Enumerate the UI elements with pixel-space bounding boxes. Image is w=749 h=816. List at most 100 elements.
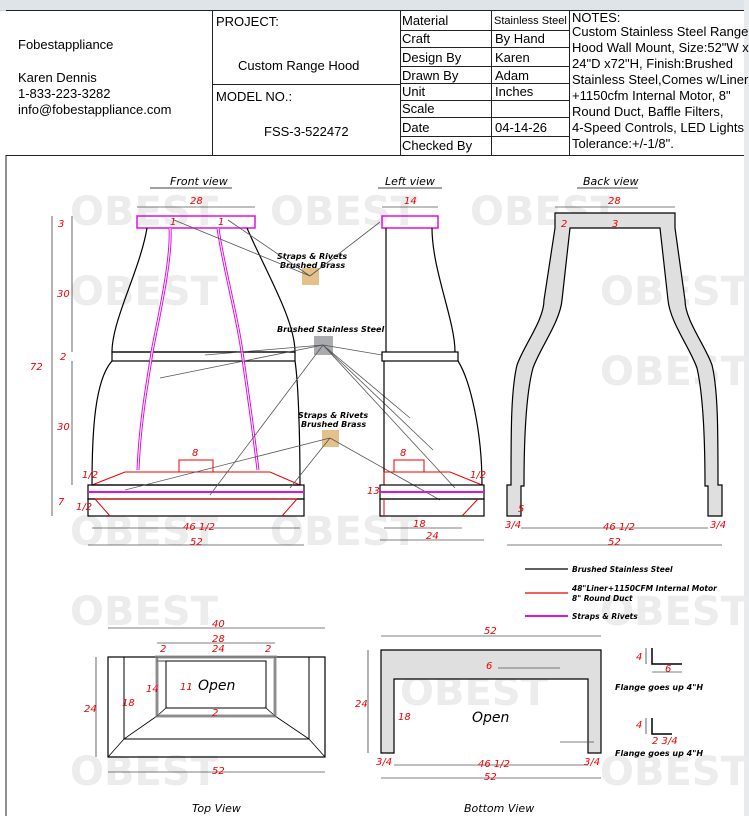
spec-label: Unit bbox=[402, 84, 426, 99]
svg-text:5: 5 bbox=[518, 504, 524, 515]
notes-line: Custom Stainless Steel Range bbox=[572, 24, 749, 39]
svg-text:8: 8 bbox=[192, 448, 198, 459]
svg-text:46 1/2: 46 1/2 bbox=[478, 759, 510, 770]
svg-text:18: 18 bbox=[413, 519, 426, 530]
leader-lines bbox=[124, 219, 456, 501]
spec-label: Date bbox=[402, 120, 430, 135]
svg-text:52: 52 bbox=[190, 537, 203, 548]
svg-text:OBEST: OBEST bbox=[270, 509, 419, 555]
svg-text:24: 24 bbox=[84, 704, 97, 715]
notes-line: Stainless Steel,Comes w/Liner bbox=[572, 72, 749, 87]
svg-text:28: 28 bbox=[608, 196, 621, 207]
svg-text:OBEST: OBEST bbox=[600, 349, 749, 395]
svg-text:2: 2 bbox=[60, 352, 66, 363]
legend-steel: Brushed Stainless Steel bbox=[572, 565, 673, 574]
legend: Brushed Stainless Steel 48"Liner+1150CFM… bbox=[525, 565, 718, 621]
svg-text:30: 30 bbox=[57, 422, 70, 433]
svg-text:1/2: 1/2 bbox=[470, 470, 486, 481]
svg-text:52: 52 bbox=[608, 537, 621, 548]
svg-text:2: 2 bbox=[160, 644, 166, 655]
notes-label: NOTES: bbox=[572, 10, 621, 25]
svg-text:40: 40 bbox=[212, 619, 225, 630]
svg-text:52: 52 bbox=[212, 766, 225, 777]
watermark: OBEST OBEST OBEST OBEST OBEST OBEST OBES… bbox=[70, 189, 749, 795]
svg-text:13: 13 bbox=[367, 486, 380, 497]
spec-value: Inches bbox=[495, 84, 534, 99]
project-label: PROJECT: bbox=[216, 14, 279, 29]
svg-text:OBEST: OBEST bbox=[70, 509, 219, 555]
notes-line: Hood Wall Mount, Size:52"W x bbox=[572, 40, 749, 55]
flange-note: Flange goes up 4"H bbox=[615, 683, 703, 692]
svg-text:6: 6 bbox=[665, 664, 671, 675]
svg-text:OBEST: OBEST bbox=[70, 589, 219, 635]
front-liner bbox=[91, 471, 301, 486]
spec-value: 04-14-26 bbox=[495, 120, 548, 135]
svg-text:28: 28 bbox=[190, 196, 203, 207]
svg-text:OBEST: OBEST bbox=[70, 269, 219, 315]
svg-text:1/2: 1/2 bbox=[82, 470, 98, 481]
spec-label: Checked By bbox=[402, 138, 473, 153]
left-view-title: Left view bbox=[385, 175, 435, 188]
front-view: 28 3 1 1 30 2 72 30 8 1/2 7 1/2 46 1/2 5… bbox=[30, 196, 305, 548]
svg-text:24: 24 bbox=[212, 644, 225, 655]
svg-text:11: 11 bbox=[180, 682, 193, 693]
svg-text:2: 2 bbox=[212, 708, 218, 719]
spec-label: Design By bbox=[402, 50, 462, 65]
model-value: FSS-3-522472 bbox=[264, 124, 349, 139]
svg-text:52: 52 bbox=[484, 626, 497, 637]
notes-line: +1150cfm Internal Motor, 8" bbox=[572, 88, 731, 103]
front-strap-right bbox=[216, 227, 260, 471]
front-lower-body bbox=[91, 360, 301, 486]
svg-text:52: 52 bbox=[484, 772, 497, 783]
legend-liner: 48"Liner+1150CFM Internal Motor bbox=[572, 584, 718, 593]
svg-text:14: 14 bbox=[146, 684, 159, 695]
technical-drawing: OBEST OBEST OBEST OBEST OBEST OBEST OBES… bbox=[5, 155, 749, 816]
svg-text:3: 3 bbox=[612, 219, 618, 230]
svg-text:1: 1 bbox=[170, 217, 176, 228]
spec-value: Stainless Steel bbox=[494, 15, 567, 27]
svg-text:28: 28 bbox=[212, 634, 225, 645]
svg-text:24: 24 bbox=[355, 699, 368, 710]
svg-text:4: 4 bbox=[636, 720, 642, 731]
front-duct bbox=[178, 459, 214, 473]
bottom-view-title: Bottom View bbox=[464, 802, 534, 815]
company-name: Fobestappliance bbox=[18, 37, 114, 52]
callout-steel: Brushed Stainless Steel bbox=[277, 325, 384, 334]
bottom-view: 52 6 24 18 Open 3/4 46 1/2 3/4 52 Bottom… bbox=[355, 626, 602, 815]
contact-phone: 1-833-223-3282 bbox=[18, 86, 111, 101]
front-band bbox=[111, 351, 296, 362]
svg-text:46 1/2: 46 1/2 bbox=[183, 522, 215, 533]
notes-line: Tolerance:+/-1/8". bbox=[572, 136, 674, 151]
svg-text:72: 72 bbox=[30, 362, 43, 373]
svg-text:14: 14 bbox=[404, 196, 417, 207]
top-view: Open 40 28 2 24 2 14 11 18 24 2 52 Top V… bbox=[84, 619, 326, 815]
spec-value: By Hand bbox=[495, 31, 545, 46]
spec-value: Karen bbox=[495, 50, 530, 65]
front-collar bbox=[136, 215, 256, 229]
callout-straps: Straps & Rivets bbox=[298, 411, 368, 420]
bottom-open-label: Open bbox=[472, 710, 509, 726]
notes-line: 24"D x72"H, Finish:Brushed bbox=[572, 56, 733, 71]
svg-text:30: 30 bbox=[57, 289, 70, 300]
svg-text:2: 2 bbox=[561, 219, 567, 230]
left-view: 14 8 13 1/2 18 24 bbox=[367, 196, 486, 542]
svg-text:46 1/2: 46 1/2 bbox=[603, 522, 635, 533]
notes-line: Round Duct, Baffle Filters, bbox=[572, 104, 724, 119]
model-label: MODEL NO.: bbox=[216, 89, 293, 104]
back-view: 28 2 3 5 3/4 46 1/2 3/4 52 bbox=[505, 196, 726, 548]
svg-text:4: 4 bbox=[636, 652, 642, 663]
svg-text:18: 18 bbox=[122, 698, 135, 709]
flange-details: 4 6 Flange goes up 4"H 4 2 3/4 Flange go… bbox=[615, 648, 703, 758]
spec-label: Scale bbox=[402, 101, 435, 116]
callout-straps: Straps & Rivets bbox=[277, 252, 347, 261]
contact-name: Karen Dennis bbox=[18, 70, 97, 85]
back-view-title: Back view bbox=[583, 175, 639, 188]
project-value: Custom Range Hood bbox=[238, 58, 360, 73]
spec-label: Drawn By bbox=[402, 68, 459, 83]
svg-text:7: 7 bbox=[58, 497, 65, 508]
legend-duct: 8" Round Duct bbox=[572, 594, 633, 603]
svg-text:1: 1 bbox=[218, 217, 224, 228]
svg-text:1/2: 1/2 bbox=[76, 502, 92, 513]
callout-brass: Brushed Brass bbox=[280, 261, 345, 270]
